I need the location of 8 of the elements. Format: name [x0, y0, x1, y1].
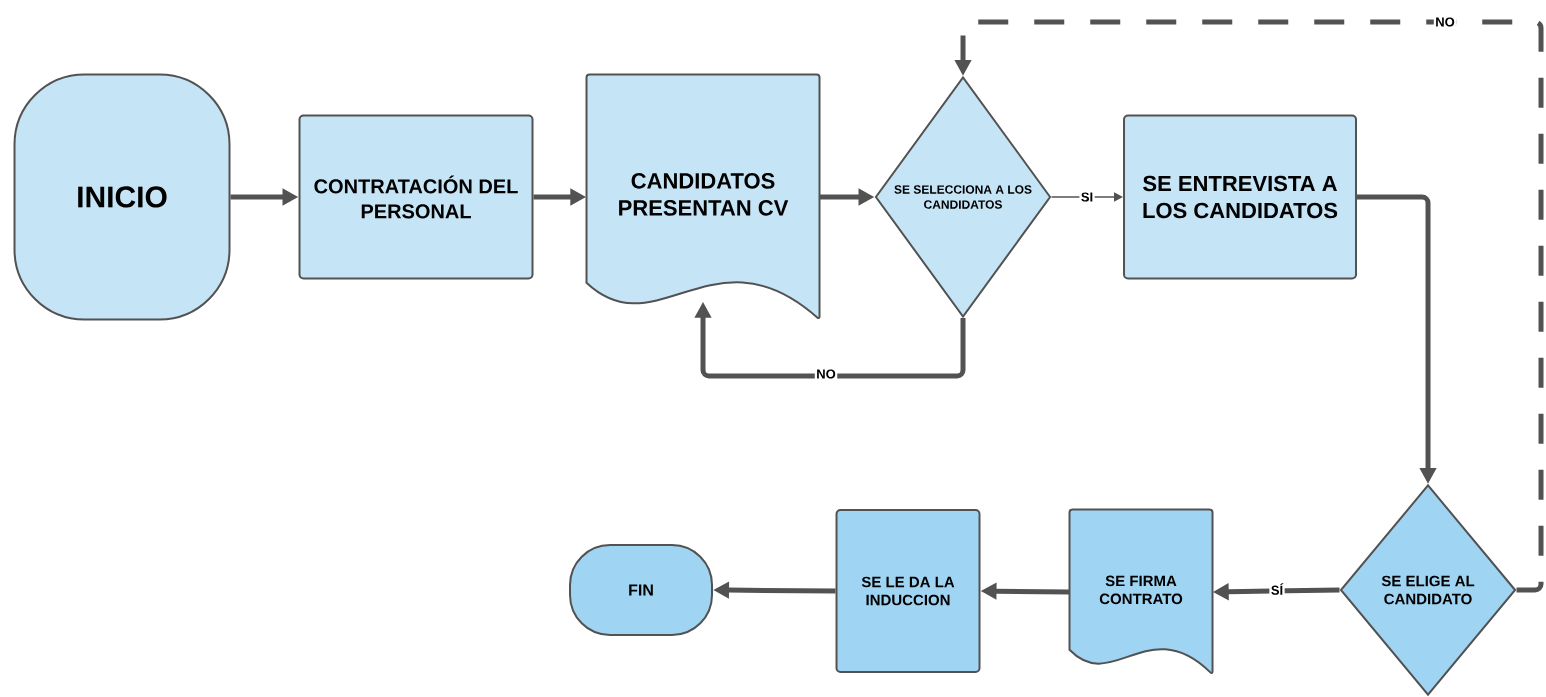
process-box: CONTRATACIÓN DEL PERSONAL [298, 114, 534, 280]
edge-label: NO [1433, 15, 1457, 29]
edge-label: NO [814, 367, 838, 381]
process-box: SE ENTREVISTA A LOS CANDIDATOS [1123, 114, 1357, 280]
edge-label: SI [1079, 190, 1095, 204]
arrow [1050, 192, 1123, 202]
process-box: SE LE DA LA INDUCCION [835, 509, 981, 673]
edge-label: SÍ [1269, 581, 1285, 597]
